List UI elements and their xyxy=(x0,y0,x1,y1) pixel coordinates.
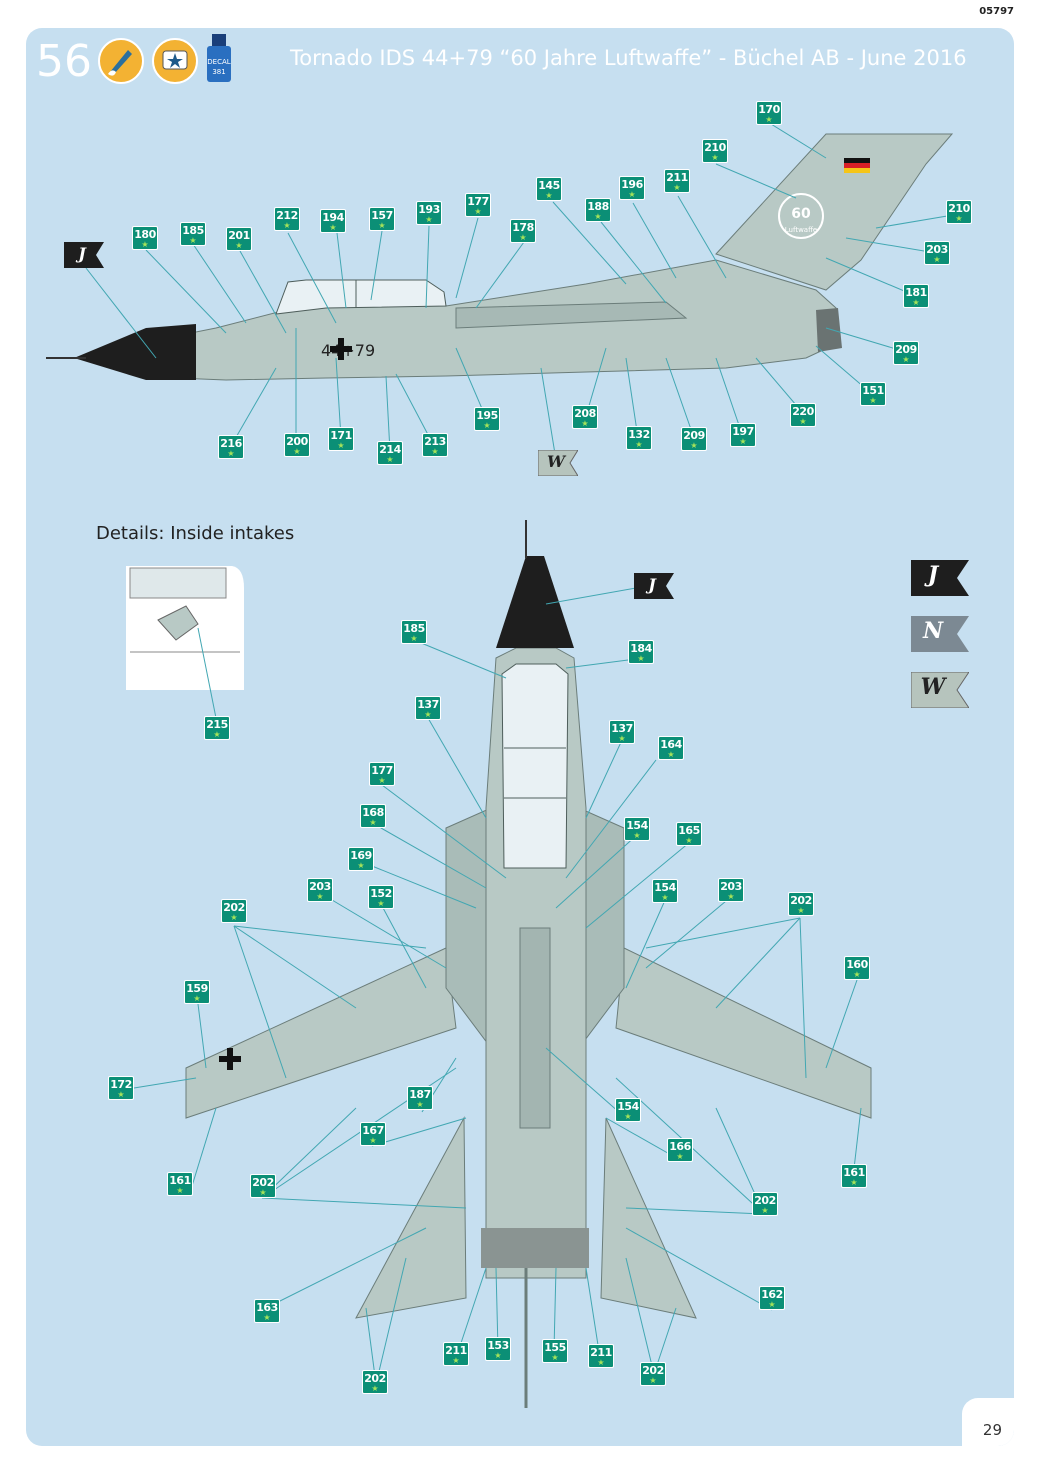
decal-callout: 145★ xyxy=(536,177,562,201)
decal-callout: 214★ xyxy=(377,441,403,465)
page-number: 29 xyxy=(982,1421,1002,1439)
page-corner xyxy=(962,1398,1014,1446)
decal-callout: 202★ xyxy=(640,1362,666,1386)
decal-callout: 185★ xyxy=(180,222,206,246)
decal-callout: 213★ xyxy=(422,433,448,457)
decal-callout: 200★ xyxy=(284,433,310,457)
decal-callout: 137★ xyxy=(415,696,441,720)
decal-callout: 209★ xyxy=(681,427,707,451)
decal-callout: 161★ xyxy=(841,1164,867,1188)
decal-callout: 210★ xyxy=(702,139,728,163)
decal-callout: 168★ xyxy=(360,804,386,828)
decal-callout: 154★ xyxy=(652,879,678,903)
decal-callout: 211★ xyxy=(443,1342,469,1366)
flag-j-side: J xyxy=(64,242,104,272)
top-view xyxy=(133,520,872,1408)
svg-text:381: 381 xyxy=(212,68,225,76)
page-title: Tornado IDS 44+79 “60 Jahre Luftwaffe” -… xyxy=(290,46,967,70)
decal-callout: 154★ xyxy=(624,817,650,841)
decal-callout: 155★ xyxy=(542,1339,568,1363)
decal-callout: 151★ xyxy=(860,382,886,406)
decal-callout: 167★ xyxy=(360,1122,386,1146)
decal-callout: 171★ xyxy=(328,427,354,451)
decal-callout: 137★ xyxy=(609,720,635,744)
decal-callout: 187★ xyxy=(407,1086,433,1110)
decal-callout: 188★ xyxy=(585,198,611,222)
decal-callout: 195★ xyxy=(474,407,500,431)
decal-callout: 210★ xyxy=(946,200,972,224)
decal-callout: 220★ xyxy=(790,403,816,427)
flag-j-top: J xyxy=(634,573,674,603)
decal-callout: 211★ xyxy=(588,1344,614,1368)
decal-callout: 203★ xyxy=(924,241,950,265)
decal-callout: 185★ xyxy=(401,620,427,644)
decal-callout: 202★ xyxy=(362,1370,388,1394)
legend-flag-w: W xyxy=(910,671,970,712)
decal-callout: 215★ xyxy=(204,716,230,740)
product-code: 05797 xyxy=(979,6,1014,17)
anniversary-badge: 60 xyxy=(791,206,811,222)
decal-callout: 203★ xyxy=(718,878,744,902)
decal-callout: 159★ xyxy=(184,980,210,1004)
decal-bottle-icon: DECAL 381 xyxy=(204,34,234,84)
details-label: Details: Inside intakes xyxy=(96,523,295,544)
step-number: 56 xyxy=(36,36,92,87)
decal-callout: 166★ xyxy=(667,1138,693,1162)
decal-callout: 211★ xyxy=(664,169,690,193)
aircraft-diagram: 60 Luftwaffe 44+79 xyxy=(46,123,960,1408)
decal-callout: 164★ xyxy=(658,736,684,760)
decal-callout: 153★ xyxy=(485,1337,511,1361)
decal-callout: 169★ xyxy=(348,847,374,871)
decal-callout: 201★ xyxy=(226,227,252,251)
legend-flag-j: J xyxy=(911,560,969,600)
decal-callout: 165★ xyxy=(676,822,702,846)
decal-callout: 209★ xyxy=(893,341,919,365)
svg-text:DECAL: DECAL xyxy=(207,58,230,66)
decal-callout: 180★ xyxy=(132,226,158,250)
decal-callout: 202★ xyxy=(221,899,247,923)
decal-callout: 177★ xyxy=(369,762,395,786)
decal-callout: 160★ xyxy=(844,956,870,980)
decal-callout: 154★ xyxy=(615,1098,641,1122)
decal-callout: 181★ xyxy=(903,284,929,308)
decal-callout: 202★ xyxy=(788,892,814,916)
decal-callout: 194★ xyxy=(320,209,346,233)
decal-callout: 132★ xyxy=(626,426,652,450)
decal-callout: 203★ xyxy=(307,878,333,902)
decal-callout: 216★ xyxy=(218,435,244,459)
decal-star-icon xyxy=(152,38,198,84)
decal-callout: 161★ xyxy=(167,1172,193,1196)
instruction-panel: 56 DECAL 381 Tornado IDS 44+79 “60 Jahre … xyxy=(26,28,1014,1446)
decal-callout: 157★ xyxy=(369,207,395,231)
brush-apply-icon xyxy=(98,38,144,84)
legend-flag-n: N xyxy=(911,616,969,656)
svg-text:Luftwaffe: Luftwaffe xyxy=(785,226,817,234)
decal-callout: 197★ xyxy=(730,423,756,447)
decal-callout: 163★ xyxy=(254,1299,280,1323)
decal-callout: 193★ xyxy=(416,201,442,225)
intake-detail-inset xyxy=(126,566,244,719)
decal-callout: 178★ xyxy=(510,219,536,243)
decal-callout: 162★ xyxy=(759,1286,785,1310)
decal-callout: 212★ xyxy=(274,207,300,231)
decal-callout: 202★ xyxy=(752,1192,778,1216)
decal-callout: 172★ xyxy=(108,1076,134,1100)
decal-callout: 196★ xyxy=(619,176,645,200)
flag-w-side: W xyxy=(537,449,579,480)
decal-callout: 184★ xyxy=(628,640,654,664)
decal-callout: 152★ xyxy=(368,885,394,909)
decal-callout: 208★ xyxy=(572,405,598,429)
decal-callout: 202★ xyxy=(250,1174,276,1198)
side-view: 60 Luftwaffe 44+79 xyxy=(46,123,960,461)
decal-callout: 177★ xyxy=(465,193,491,217)
decal-callout: 170★ xyxy=(756,101,782,125)
